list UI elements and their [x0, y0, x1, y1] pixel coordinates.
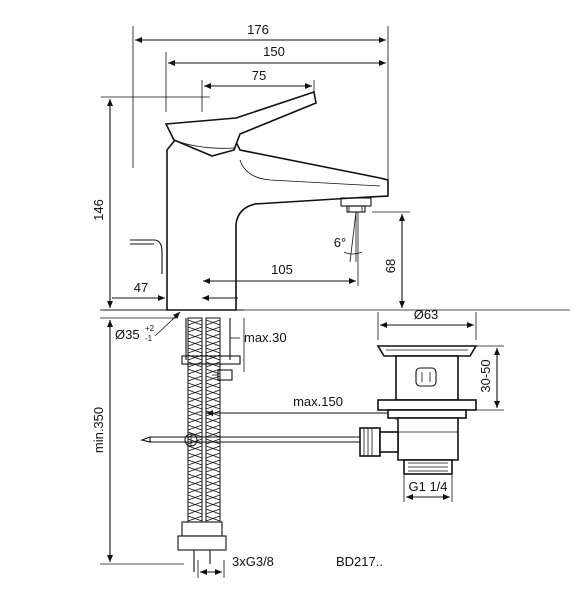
supply-hoses [177, 317, 233, 572]
dim-max-pull: max.150 [206, 394, 397, 420]
dim-146-label: 146 [91, 199, 106, 221]
dim-176-label: 176 [247, 22, 269, 37]
dim-75-label: 75 [252, 68, 266, 83]
dim-hose-thread: 3xG3/8 [197, 554, 274, 578]
dim-outlet-clearance: 68 [372, 211, 410, 308]
dim-min350-label: min.350 [91, 407, 106, 453]
faucet-body [130, 90, 389, 311]
dim-min-hose: min.350 [91, 320, 184, 565]
pull-rod [140, 433, 360, 447]
dim-hole-tol-upper: +2 [145, 324, 155, 333]
dim-max150-label: max.150 [293, 394, 343, 409]
dim-150-label: 150 [263, 44, 285, 59]
dim-105-label: 105 [271, 262, 293, 277]
dim-max-deck: max.30 [230, 330, 287, 345]
dim-spout-reach: 150 [165, 44, 386, 112]
dim-hole-diameter: Ø35 +2 -1 [115, 311, 181, 343]
model-code: BD217.. [336, 554, 383, 569]
deck-line [100, 309, 570, 319]
shank [181, 318, 245, 372]
dim-total-width: 176 [132, 22, 389, 196]
dim-spray-angle: 6° [334, 211, 363, 263]
waste-assembly: Ø63 30-50 G1 1/4 [359, 307, 504, 502]
dim-angle-label: 6° [334, 235, 346, 250]
dim-outlet-height: 105 [203, 212, 359, 286]
dim-max30-label: max.30 [244, 330, 287, 345]
dim-47-label: 47 [134, 280, 148, 295]
dim-waste-thread-label: G1 1/4 [408, 479, 447, 494]
dim-waste-height-label: 30-50 [478, 359, 493, 392]
dim-hose-thread-label: 3xG3/8 [232, 554, 274, 569]
dim-68-label: 68 [383, 259, 398, 273]
dim-hole-label: Ø35 [115, 327, 140, 342]
dim-waste-diameter-label: Ø63 [414, 307, 439, 322]
dim-hole-tol-lower: -1 [145, 334, 153, 343]
dim-lever-offset: 47 [112, 280, 238, 301]
